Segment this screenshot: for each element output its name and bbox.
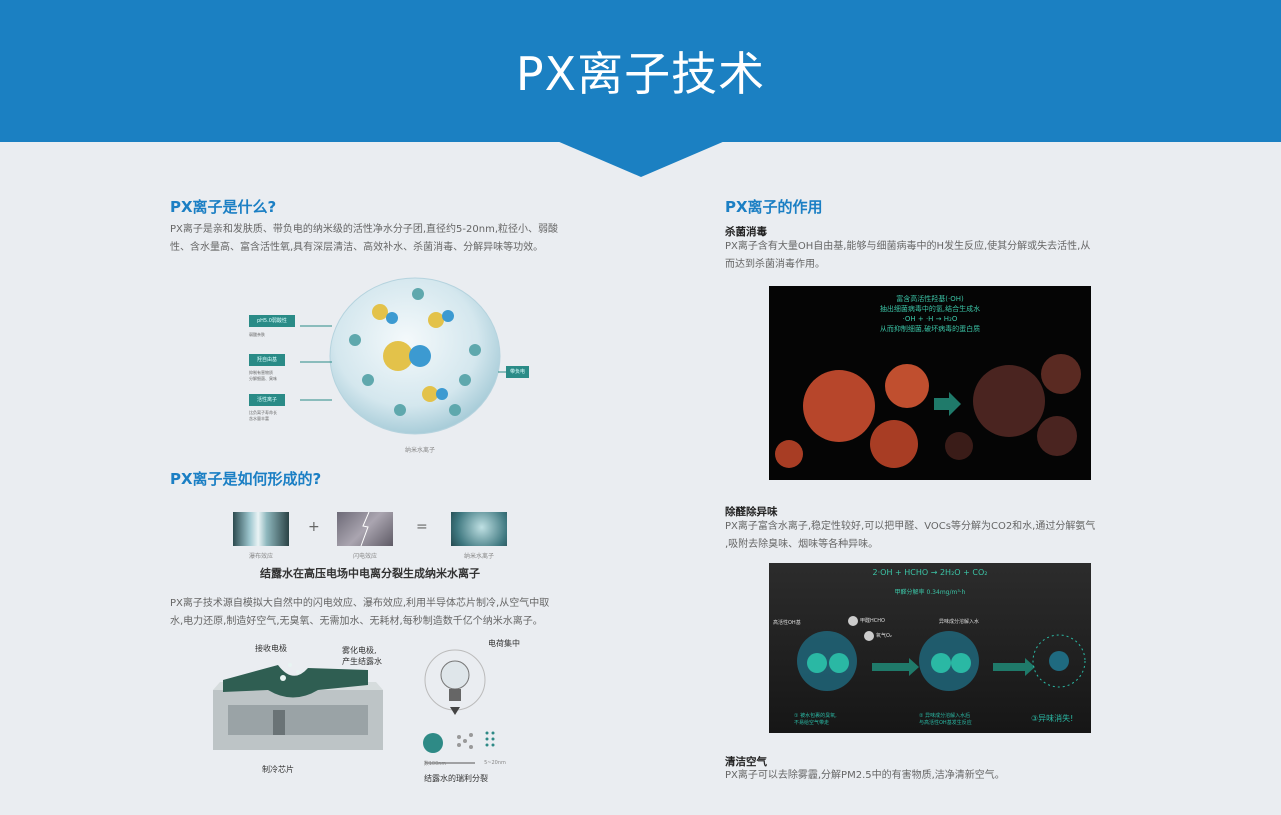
- section-title-effects: PX离子的作用: [725, 198, 823, 216]
- tag-hydroxyl: 羟自由基: [249, 354, 286, 366]
- deodorize-image: 2·OH + HCHO → 2H₂O + CO₂ 甲醛分解率 0.34mg/m³…: [769, 563, 1091, 733]
- reaction-illustration: [797, 616, 1086, 691]
- equals-sign: =: [416, 519, 428, 535]
- how-line-2: 水,电力还原,制造好空气,无臭氧、无需加水、无耗材,每秒制造数千亿个纳米水离子。: [170, 616, 543, 627]
- formation-summary: 结露水在高压电场中电离分裂生成纳米水离子: [260, 567, 480, 580]
- header-banner: PX离子技术: [0, 0, 1281, 142]
- tag-negative-charge: 带负电: [506, 366, 530, 378]
- subtitle-clean-air: 清洁空气: [725, 756, 767, 768]
- nano-ion-image: [451, 512, 507, 546]
- deodorize-line-2: ,吸附去除臭味、烟味等各种异味。: [725, 539, 879, 550]
- what-paragraph: PX离子是亲和发肤质、带负电的纳米级的活性净水分子团,直径约5-20nm,粒径小…: [170, 221, 558, 257]
- subtitle-sterilize: 杀菌消毒: [725, 226, 767, 238]
- rayleigh-diagram: [423, 649, 495, 764]
- virus-illustration: [775, 354, 1081, 468]
- caption-step-1: ① 被水包裹的臭氧, 不易给空气带走: [794, 713, 837, 726]
- label-oh-radical: 高活性OH基: [773, 620, 801, 626]
- sterilize-image: 富含高活性羟基(·OH) 抽出细菌病毒中的氢,结合生成水 ·OH + ·H → …: [769, 286, 1091, 480]
- label-charge-concentration: 电荷集中: [488, 639, 520, 648]
- caption-lightning: 闪电效应: [352, 553, 377, 560]
- header-chevron: [557, 141, 725, 177]
- lightning-image: [337, 511, 393, 547]
- label-rayleigh-split: 结露水的瑞利分裂: [424, 774, 488, 783]
- size-large: 数100nm: [423, 761, 447, 767]
- what-line-1: PX离子是亲和发肤质、带负电的纳米级的活性净水分子团,直径约5-20nm,粒径小…: [170, 224, 559, 235]
- tag-weak-acid: pH5.0弱酸性: [249, 315, 295, 327]
- caption-step-3: ③异味消失!: [1031, 714, 1074, 723]
- caption-nano-ion: 纳米水离子: [463, 553, 494, 560]
- sterilize-image-text: 富含高活性羟基(·OH) 抽出细菌病毒中的氢,结合生成水 ·OH + ·H → …: [879, 295, 981, 333]
- clean-air-paragraph: PX离子可以去除雾霾,分解PM2.5中的有害物质,洁净清新空气。: [725, 770, 1005, 781]
- page-title: PX离子技术: [515, 47, 766, 101]
- label-cooling-chip: 制冷芯片: [262, 765, 294, 774]
- section-title-what: PX离子是什么?: [170, 198, 277, 216]
- nano-ion-caption: 纳米水离子: [404, 447, 435, 454]
- deodorize-formula: 2·OH + HCHO → 2H₂O + CO₂: [872, 568, 988, 577]
- sterilize-line-2: 而达到杀菌消毒作用。: [725, 259, 825, 270]
- how-paragraph: PX离子技术源自模拟大自然中的闪电效应、瀑布效应,利用半导体芯片制冷,从空气中取…: [170, 595, 549, 631]
- section-title-how: PX离子是如何形成的?: [170, 470, 322, 488]
- tag-active-ion-note: 比负离子寿命长 含水量丰富: [249, 410, 277, 421]
- tag-hydroxyl-note: 抑制有害物质 分解细菌、臭味: [249, 370, 277, 381]
- label-oxygen: 氧气O₂: [876, 633, 892, 639]
- droplet-illustration: [300, 277, 508, 435]
- sterilize-line-1: PX离子含有大量OH自由基,能够与细菌病毒中的H发生反应,使其分解或失去活性,从: [725, 241, 1091, 252]
- deodorize-line-1: PX离子富含水离子,稳定性较好,可以把甲醛、VOCs等分解为CO2和水,通过分解…: [725, 521, 1096, 532]
- lightning-icon: [360, 511, 370, 547]
- tag-weak-acid-note: 弱酸亲肤: [249, 332, 265, 337]
- caption-step-2: ② 异味成分溶解入水后 与高活性OH基发生反应: [919, 713, 972, 726]
- droplet-diagram: pH5.0弱酸性 弱酸亲肤 羟自由基 抑制有害物质 分解细菌、臭味 活性离子 比…: [240, 270, 540, 460]
- formaldehyde-rate: 甲醛分解率 0.34mg/m³·h: [894, 589, 966, 596]
- tag-active-ion: 活性离子: [249, 394, 286, 406]
- label-hcho: 甲醛HCHO: [860, 618, 885, 624]
- plus-sign: +: [308, 519, 320, 535]
- label-odor-dissolve: 异味成分溶解入水: [939, 619, 980, 625]
- label-atomize-electrode: 雾化电极, 产生结露水: [342, 646, 382, 666]
- waterfall-image: [233, 512, 289, 546]
- sterilize-paragraph: PX离子含有大量OH自由基,能够与细菌病毒中的H发生反应,使其分解或失去活性,从…: [725, 238, 1090, 274]
- subtitle-deodorize: 除醛除异味: [725, 506, 778, 518]
- how-line-1: PX离子技术源自模拟大自然中的闪电效应、瀑布效应,利用半导体芯片制冷,从空气中取: [170, 598, 550, 609]
- caption-waterfall: 瀑布效应: [248, 553, 273, 560]
- deodorize-paragraph: PX离子富含水离子,稳定性较好,可以把甲醛、VOCs等分解为CO2和水,通过分解…: [725, 518, 1095, 554]
- label-receive-electrode: 接收电极: [255, 644, 287, 653]
- size-small: 5~20nm: [484, 760, 506, 766]
- device-illustration: [213, 663, 383, 750]
- what-line-2: 性、含水量高、富含活性氧,具有深层清洁、高效补水、杀菌消毒、分解异味等功效。: [170, 242, 544, 253]
